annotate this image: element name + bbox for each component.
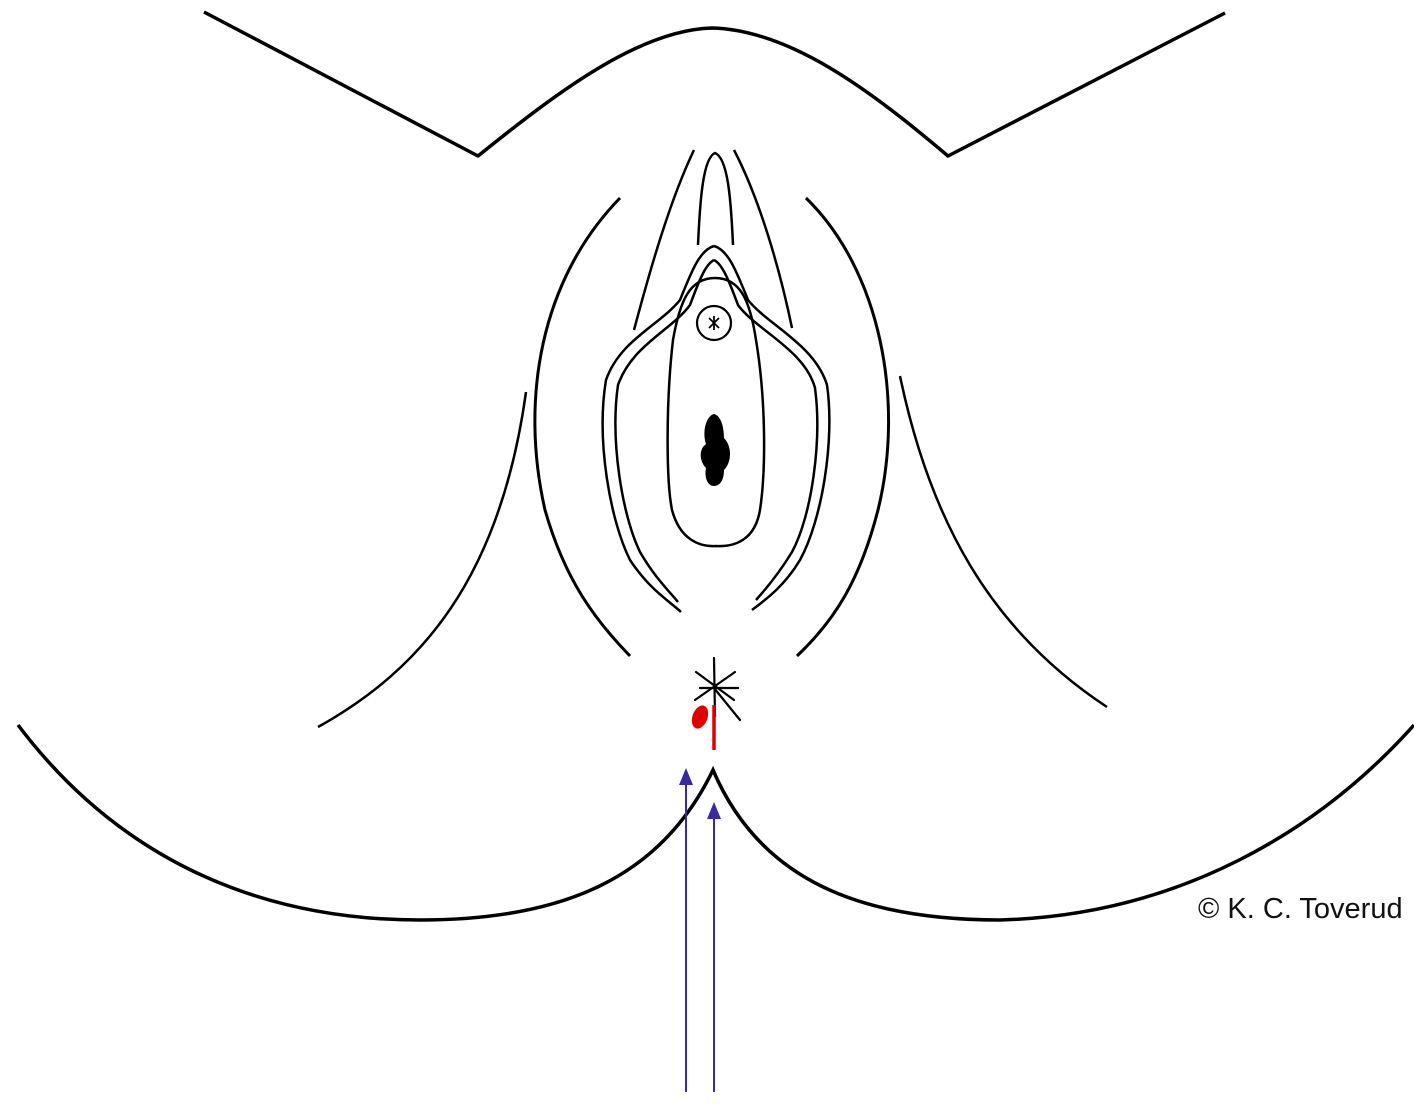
red-marker-spot-icon [689, 703, 711, 731]
upper-outline [204, 12, 1225, 156]
copyright-label: © K. C. Toverud [1198, 893, 1403, 926]
buttocks-outline [18, 725, 1414, 920]
right-outer-crease [900, 376, 1107, 707]
left-hood-line [634, 150, 694, 330]
left-outer-crease [318, 392, 526, 727]
arrow-up-icon-left [679, 768, 693, 1092]
right-labium-majus [797, 198, 889, 656]
clitoral-hood [698, 153, 733, 245]
urethra-asterisk-icon [709, 316, 719, 330]
right-hood-line [734, 150, 792, 328]
vaginal-opening-icon [701, 414, 730, 486]
arrow-up-icon-right [707, 802, 721, 1092]
